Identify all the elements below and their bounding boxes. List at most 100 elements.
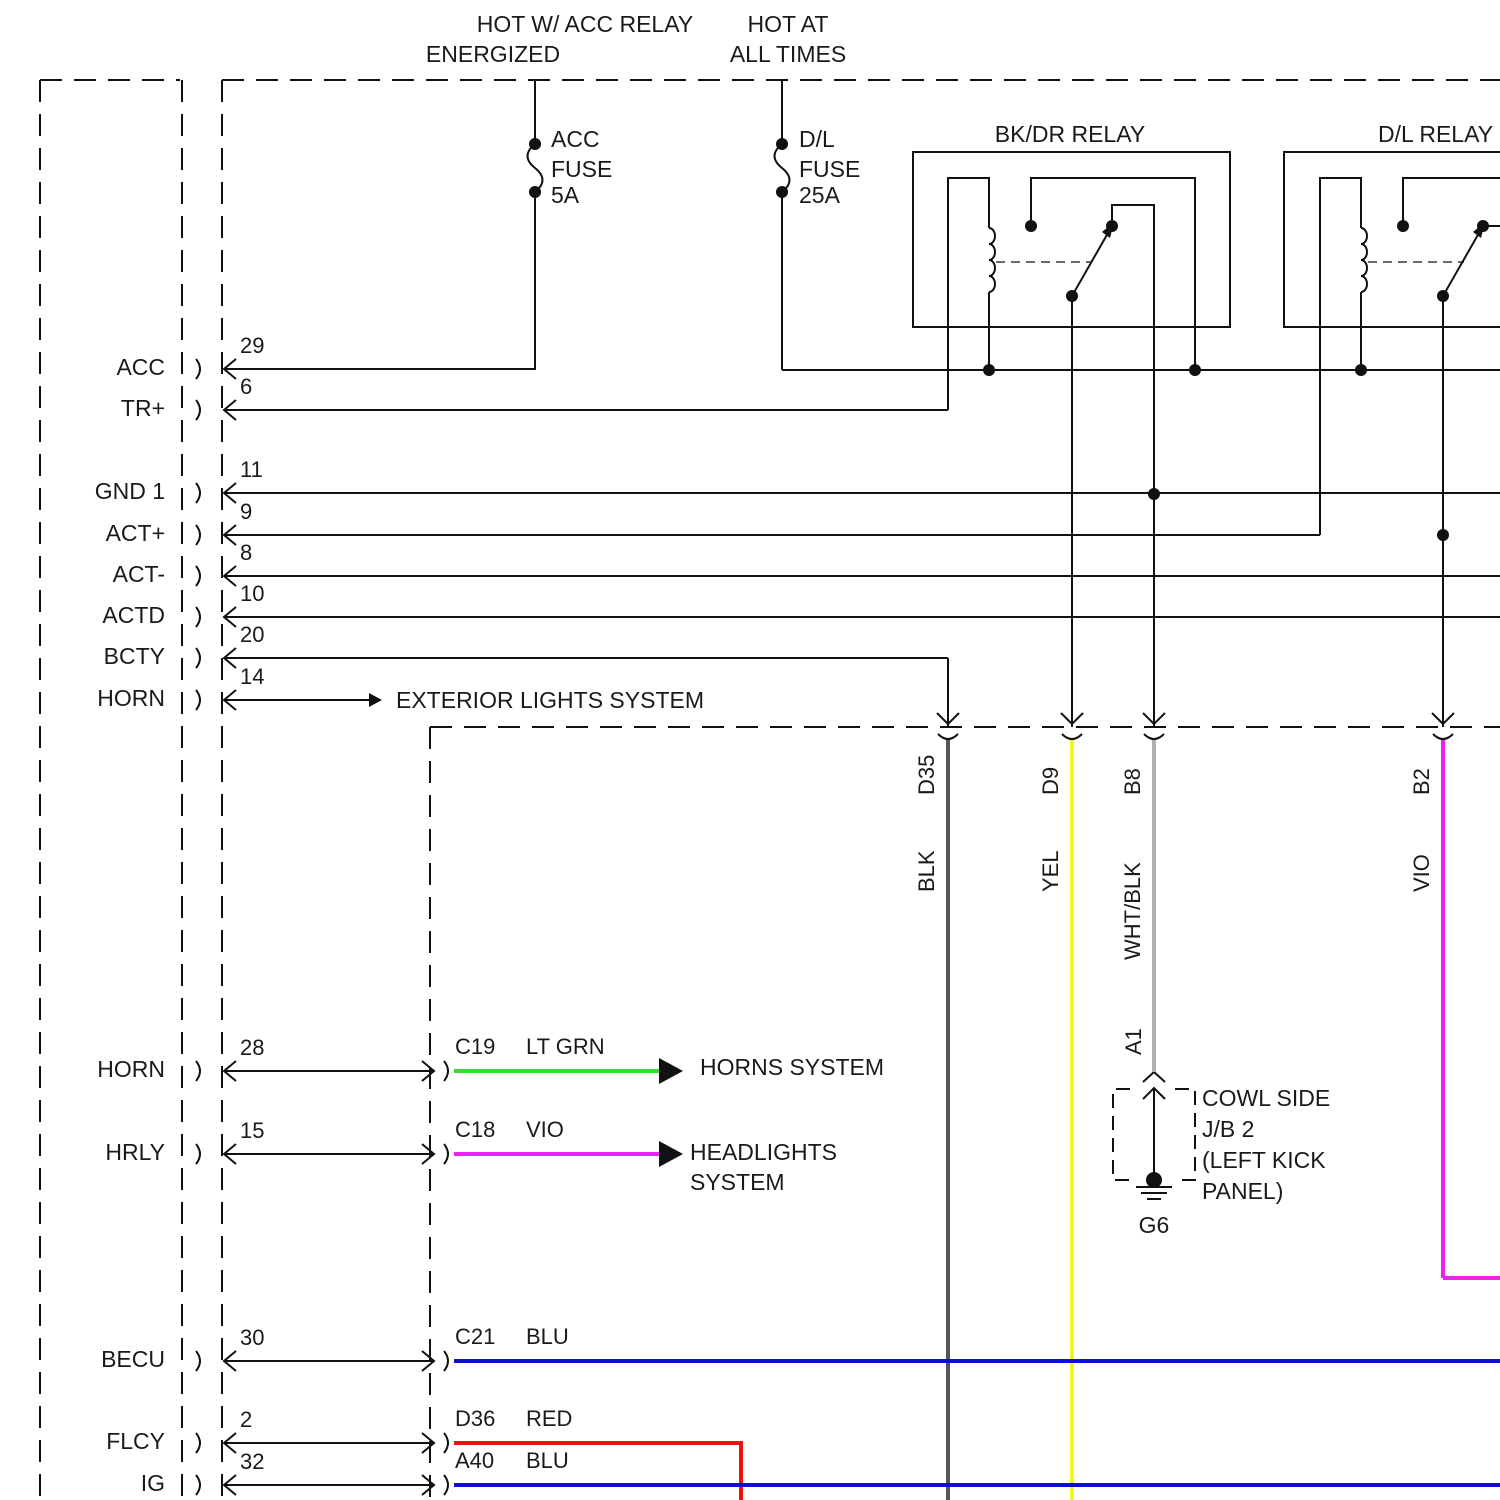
- connector-mark: [938, 734, 958, 739]
- arrow-right-icon: [369, 693, 382, 707]
- pin-number-label: 28: [240, 1035, 264, 1060]
- vertical-wire: B2VIO: [1409, 713, 1500, 1278]
- wire-color-label: RED: [526, 1406, 572, 1431]
- pin-number-label: 8: [240, 540, 252, 565]
- connector-mark: [1433, 734, 1453, 739]
- hot-label-2: ALL TIMES: [730, 41, 846, 67]
- dl-fuse-rating: 25A: [799, 182, 841, 208]
- pin-number-label: 32: [240, 1449, 264, 1474]
- pin-name-label: GND 1: [95, 478, 165, 504]
- connector-mark: [444, 1144, 448, 1164]
- connector-label: B8: [1120, 768, 1145, 795]
- bkdr-relay-label: BK/DR RELAY: [995, 121, 1145, 147]
- connector-mark: [444, 1061, 448, 1081]
- wire-color-label: VIO: [1409, 854, 1434, 892]
- connector-mark: [196, 400, 200, 420]
- colored-wire: [454, 1443, 741, 1500]
- target-system-label: HEADLIGHTS: [690, 1139, 837, 1165]
- pin-name-label: FLCY: [106, 1428, 165, 1454]
- acc-fuse: ACC FUSE 5A: [528, 80, 613, 370]
- upper-pin-row: ACT+ 9: [106, 499, 1320, 546]
- jb-connector-label: A1: [1121, 1028, 1146, 1055]
- acc-relay-label-1: HOT W/ ACC RELAY: [477, 11, 693, 37]
- pin-number-label: 14: [240, 664, 264, 689]
- pin-number-label: 20: [240, 622, 264, 647]
- connector-mark: [1062, 734, 1082, 739]
- hot-label-1: HOT AT: [748, 11, 829, 37]
- target-system-label: HORNS SYSTEM: [700, 1054, 884, 1080]
- pin-name-label: TR+: [121, 395, 165, 421]
- jb-label-2: J/B 2: [1202, 1116, 1254, 1142]
- connector-label: D9: [1038, 767, 1063, 795]
- cowl-side-jb: A1 COWL SIDE J/B 2 (LEFT KICK PANEL) G6: [1113, 1028, 1330, 1238]
- pin-name-label: BCTY: [104, 643, 165, 669]
- ground-label: G6: [1139, 1212, 1170, 1238]
- connector-mark: [196, 690, 200, 710]
- upper-pin-row: ACT- 8: [113, 540, 1500, 587]
- acc-fuse-label-2: FUSE: [551, 156, 612, 182]
- wire-color-label: BLU: [526, 1324, 569, 1349]
- wire-color-label: BLU: [526, 1448, 569, 1473]
- upper-pin-row: HORN 14: [97, 664, 382, 711]
- dl-relay: D/L RELAY: [1284, 121, 1500, 727]
- connector-mark: [196, 359, 200, 379]
- pin-name-label: ACT+: [106, 520, 165, 546]
- pin-name-label: HRLY: [105, 1139, 165, 1165]
- connector-mark: [444, 1433, 448, 1453]
- connector-label: C19: [455, 1034, 495, 1059]
- pin-number-label: 15: [240, 1118, 264, 1143]
- connector-mark: [444, 1351, 448, 1371]
- connector-label: C21: [455, 1324, 495, 1349]
- connector-mark: [196, 648, 200, 668]
- acc-relay-label-2: ENERGIZED: [426, 41, 560, 67]
- acc-fuse-rating: 5A: [551, 182, 580, 208]
- pin-number-label: 10: [240, 581, 264, 606]
- connector-label: C18: [455, 1117, 495, 1142]
- connector-mark: [196, 483, 200, 503]
- pin-number-label: 2: [240, 1407, 252, 1432]
- connector-mark: [196, 1475, 200, 1495]
- power-source-labels: HOT W/ ACC RELAY ENERGIZED HOT AT ALL TI…: [426, 11, 846, 67]
- dl-fuse-label-2: FUSE: [799, 156, 860, 182]
- wire-color-label: WHT/BLK: [1120, 862, 1145, 960]
- pin-number-label: 6: [240, 374, 252, 399]
- lower-pin-row: IG 32 A40 BLU: [141, 1448, 1500, 1496]
- module-outline: [40, 80, 1500, 1500]
- pin-name-label: IG: [141, 1470, 165, 1496]
- connector-mark: [196, 1061, 200, 1081]
- connector-mark: [196, 566, 200, 586]
- connector-mark: [196, 1144, 200, 1164]
- upper-pin-row: GND 111: [95, 457, 1500, 504]
- connector-mark: [196, 1433, 200, 1453]
- jb-label-3: (LEFT KICK: [1202, 1147, 1326, 1173]
- connector-mark: [196, 1351, 200, 1371]
- exterior-lights-label: EXTERIOR LIGHTS SYSTEM: [396, 687, 704, 713]
- connector-label: B2: [1409, 768, 1434, 795]
- acc-fuse-label-1: ACC: [551, 126, 600, 152]
- connector-label: A40: [455, 1448, 494, 1473]
- pin-name-label: HORN: [97, 685, 165, 711]
- pin-name-label: HORN: [97, 1056, 165, 1082]
- jb-label-4: PANEL): [1202, 1178, 1283, 1204]
- upper-pin-row: BCTY 20: [104, 622, 948, 669]
- connector-label: D35: [914, 755, 939, 795]
- pin-number-label: 9: [240, 499, 252, 524]
- connector-mark: [196, 525, 200, 545]
- wire-color-label: BLK: [914, 850, 939, 892]
- arrow-right-icon: [659, 1141, 683, 1167]
- dl-fuse-label-1: D/L: [799, 126, 835, 152]
- pin-name-label: ACC: [116, 354, 165, 380]
- jb-label-1: COWL SIDE: [1202, 1085, 1330, 1111]
- pin-name-label: ACT-: [113, 561, 165, 587]
- pin-number-label: 30: [240, 1325, 264, 1350]
- bkdr-relay: BK/DR RELAY: [913, 121, 1230, 727]
- connector-mark: [444, 1475, 448, 1495]
- vertical-wire: B8WHT/BLK: [1120, 713, 1165, 1072]
- pin-name-label: BECU: [101, 1346, 165, 1372]
